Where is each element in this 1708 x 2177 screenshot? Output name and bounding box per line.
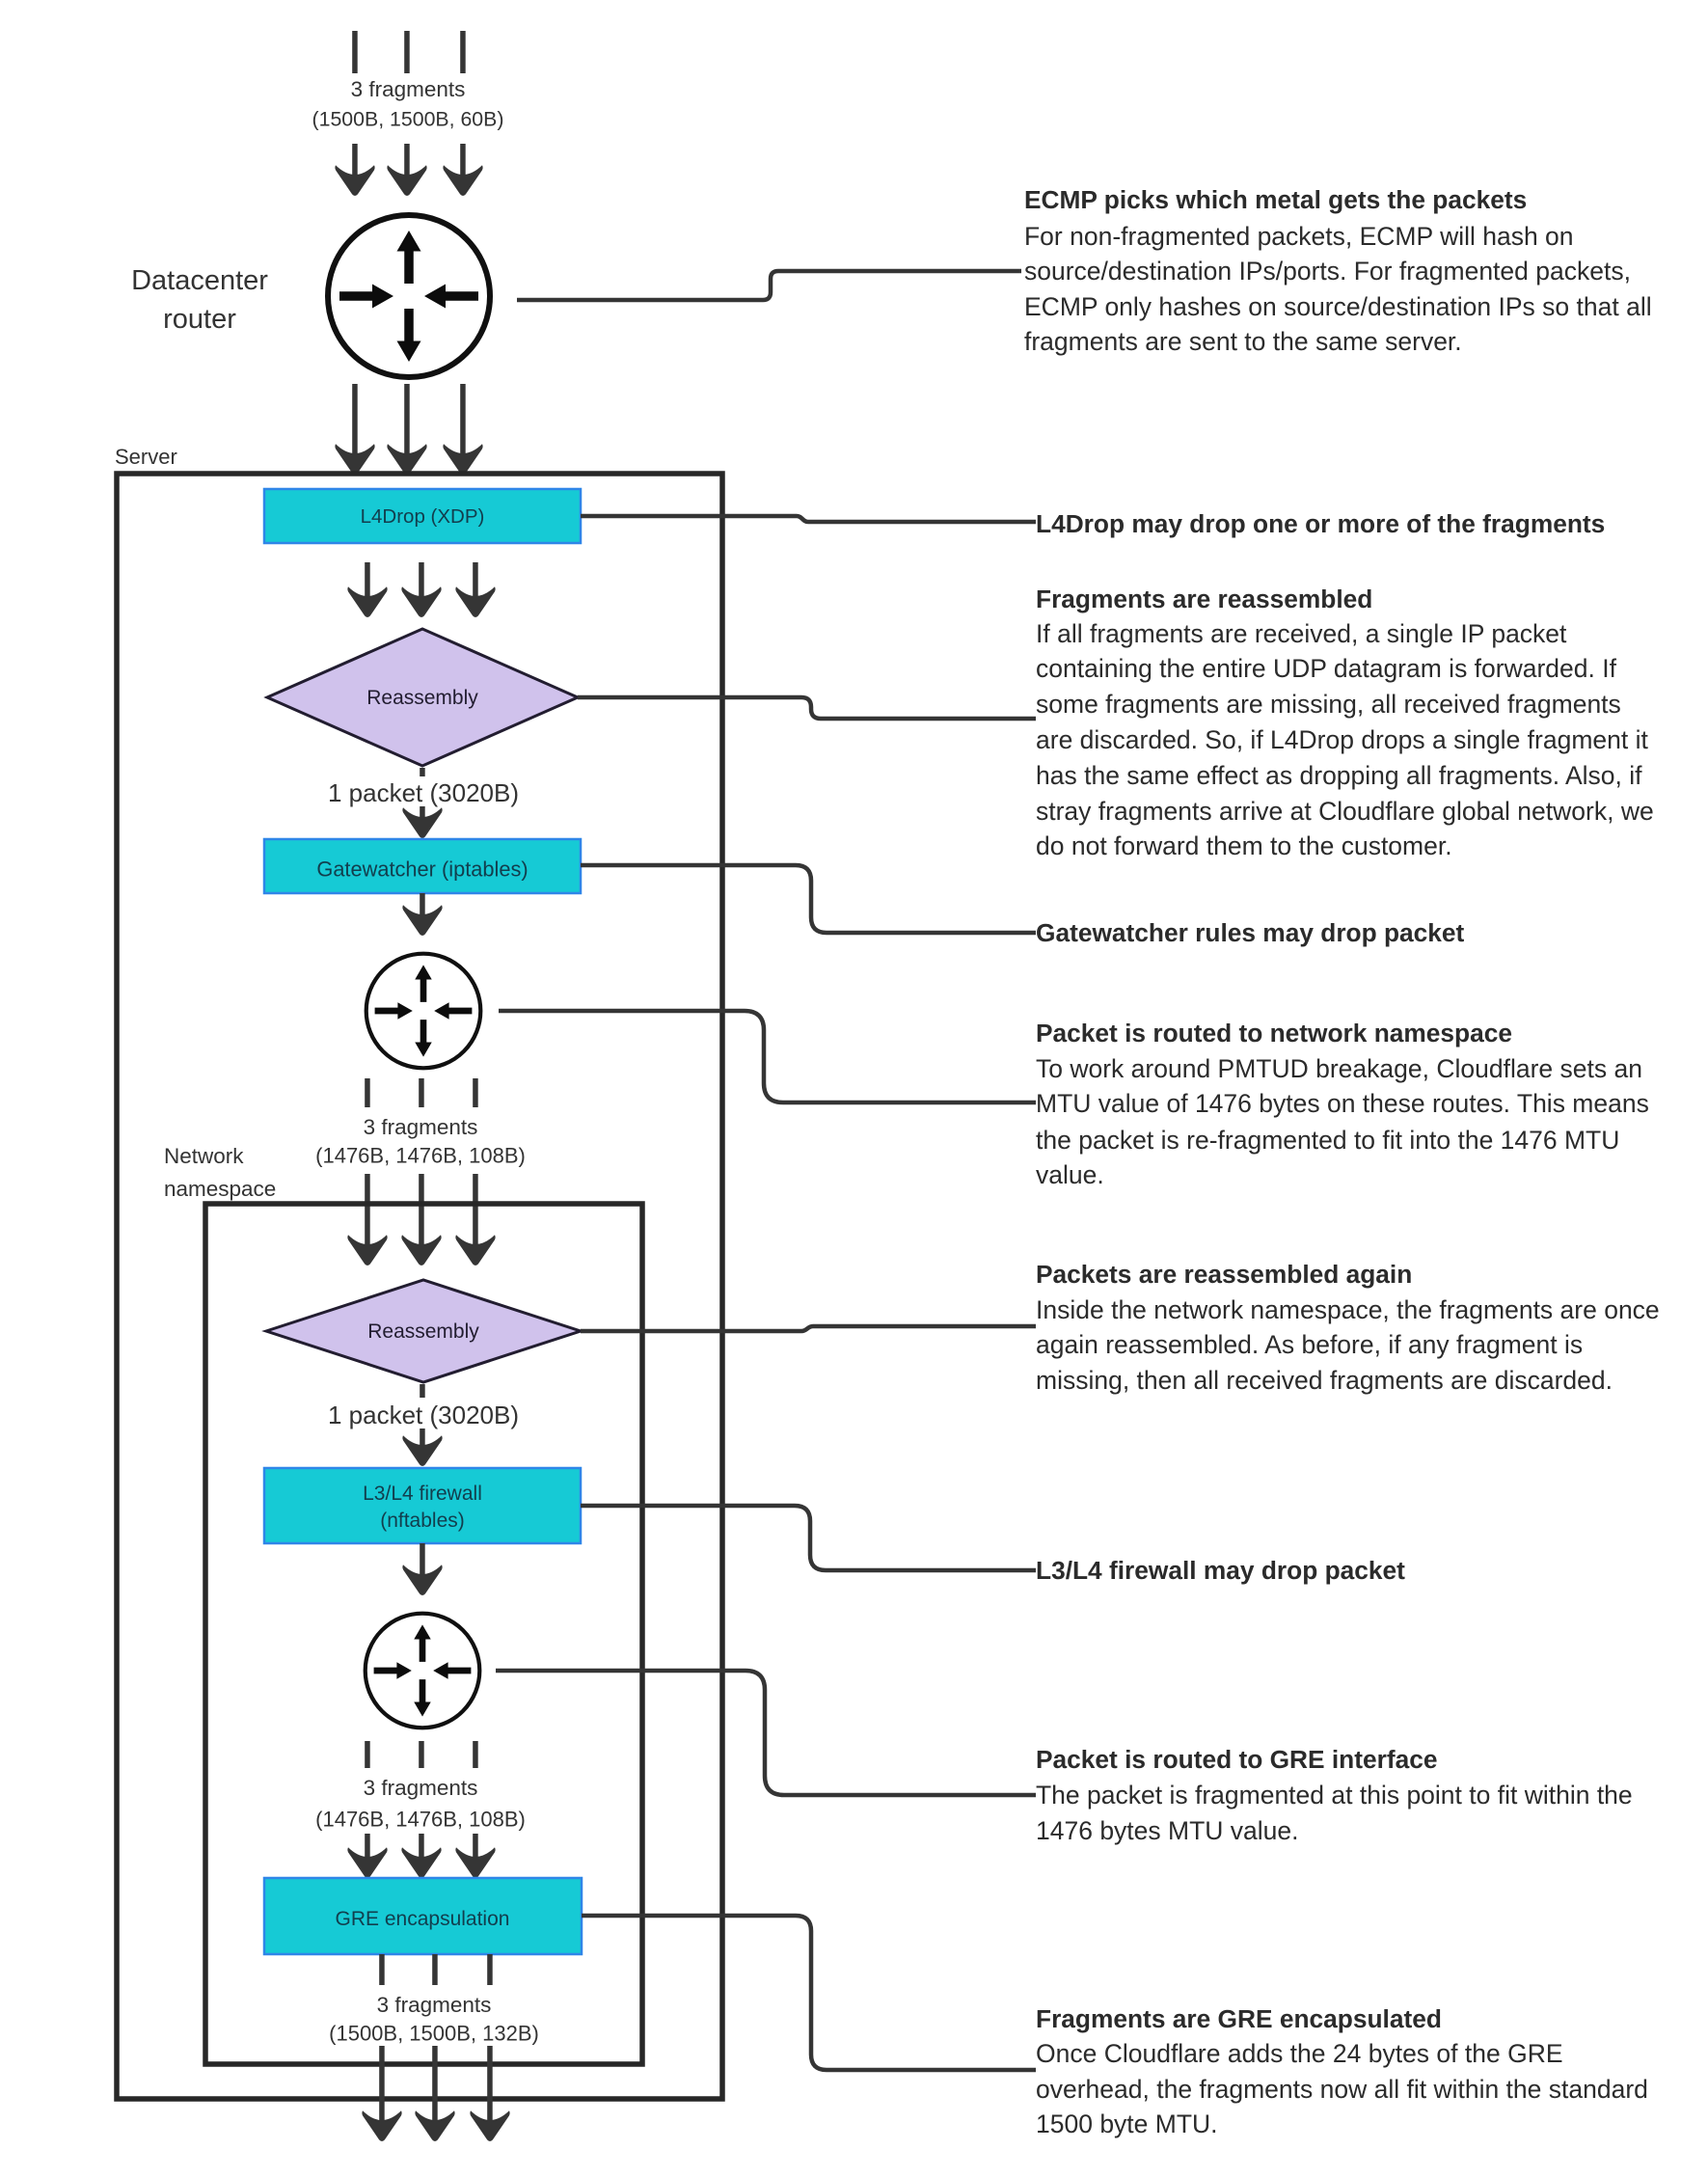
svg-text:ECMP only hashes on source/des: ECMP only hashes on source/destination I…: [1024, 292, 1652, 321]
svg-text:ECMP picks which metal gets th: ECMP picks which metal gets the packets: [1024, 185, 1527, 214]
svg-text:L3/L4 firewall: L3/L4 firewall: [363, 1483, 482, 1505]
svg-text:Once Cloudflare adds the 24 by: Once Cloudflare adds the 24 bytes of the…: [1036, 2039, 1563, 2068]
svg-text:GRE encapsulation: GRE encapsulation: [336, 1908, 510, 1930]
svg-text:value.: value.: [1036, 1160, 1104, 1189]
svg-text:(1476B, 1476B, 108B): (1476B, 1476B, 108B): [315, 1808, 526, 1832]
svg-text:3 fragments: 3 fragments: [377, 1993, 492, 2017]
svg-text:Gatewatcher (iptables): Gatewatcher (iptables): [316, 857, 528, 882]
svg-text:L4Drop may drop one or more of: L4Drop may drop one or more of the fragm…: [1036, 509, 1605, 538]
svg-text:fragments are sent to the same: fragments are sent to the same server.: [1024, 327, 1462, 356]
svg-text:1 packet (3020B): 1 packet (3020B): [328, 778, 519, 807]
svg-text:3 fragments: 3 fragments: [364, 1776, 478, 1800]
svg-text:stray fragments arrive at Clou: stray fragments arrive at Cloudflare glo…: [1036, 797, 1654, 826]
svg-text:are discarded. So, if L4Drop d: are discarded. So, if L4Drop drops a sin…: [1036, 725, 1648, 754]
svg-text:the packet is re-fragmented to: the packet is re-fragmented to fit into …: [1036, 1126, 1619, 1155]
svg-text:(1500B, 1500B, 60B): (1500B, 1500B, 60B): [312, 107, 504, 130]
svg-text:Network: Network: [164, 1144, 244, 1168]
svg-text:Packet is routed to GRE interf: Packet is routed to GRE interface: [1036, 1745, 1438, 1774]
svg-text:containing the entire UDP data: containing the entire UDP datagram is fo…: [1036, 654, 1617, 683]
svg-text:3 fragments: 3 fragments: [364, 1115, 478, 1139]
svg-text:do not forward them to the cus: do not forward them to the customer.: [1036, 831, 1452, 860]
svg-text:again reassembled. As before,: again reassembled. As before, if any fra…: [1036, 1330, 1583, 1359]
svg-text:Datacenter: Datacenter: [131, 265, 268, 296]
svg-text:For non-fragmented packets, EC: For non-fragmented packets, ECMP will ha…: [1024, 222, 1574, 251]
svg-text:1476 bytes MTU value.: 1476 bytes MTU value.: [1036, 1816, 1299, 1845]
svg-text:Packet is routed to network na: Packet is routed to network namespace: [1036, 1019, 1512, 1048]
svg-text:has the same effect as droppin: has the same effect as dropping all frag…: [1036, 761, 1642, 790]
svg-text:(1500B, 1500B, 132B): (1500B, 1500B, 132B): [329, 2022, 539, 2046]
svg-text:Gatewatcher rules may drop pac: Gatewatcher rules may drop packet: [1036, 918, 1465, 947]
svg-text:missing, then all received fra: missing, then all received fragments are…: [1036, 1366, 1613, 1395]
svg-text:some fragments are missing, al: some fragments are missing, all received…: [1036, 690, 1621, 719]
svg-text:overhead, the fragments now al: overhead, the fragments now all fit with…: [1036, 2075, 1648, 2104]
svg-text:(nftables): (nftables): [380, 1510, 465, 1532]
svg-text:L4Drop (XDP): L4Drop (XDP): [361, 505, 485, 528]
svg-text:The packet is fragmented at th: The packet is fragmented at this point t…: [1036, 1781, 1633, 1810]
svg-text:Fragments are reassembled: Fragments are reassembled: [1036, 585, 1372, 613]
svg-text:If all fragments are received,: If all fragments are received, a single …: [1036, 619, 1567, 648]
svg-text:Reassembly: Reassembly: [367, 1320, 479, 1343]
svg-text:MTU value of 1476 bytes on the: MTU value of 1476 bytes on these routes.…: [1036, 1089, 1649, 1118]
svg-text:To work around PMTUD breakage,: To work around PMTUD breakage, Cloudflar…: [1036, 1054, 1642, 1083]
svg-text:(1476B, 1476B, 108B): (1476B, 1476B, 108B): [315, 1144, 526, 1168]
svg-text:source/destination IPs/ports.: source/destination IPs/ports. For fragme…: [1024, 257, 1631, 286]
svg-text:Reassembly: Reassembly: [366, 687, 478, 709]
svg-text:L3/L4 firewall may drop packet: L3/L4 firewall may drop packet: [1036, 1556, 1405, 1585]
svg-text:1500 byte MTU.: 1500 byte MTU.: [1036, 2109, 1218, 2138]
svg-text:Packets are reassembled again: Packets are reassembled again: [1036, 1260, 1412, 1289]
svg-text:router: router: [163, 304, 236, 335]
svg-text:1 packet (3020B): 1 packet (3020B): [328, 1401, 519, 1429]
svg-text:Server: Server: [115, 445, 177, 469]
svg-text:3 fragments: 3 fragments: [351, 77, 466, 101]
svg-text:Inside the network namespace,: Inside the network namespace, the fragme…: [1036, 1295, 1660, 1324]
svg-text:Fragments are GRE encapsulated: Fragments are GRE encapsulated: [1036, 2004, 1442, 2033]
svg-text:namespace: namespace: [164, 1177, 276, 1201]
